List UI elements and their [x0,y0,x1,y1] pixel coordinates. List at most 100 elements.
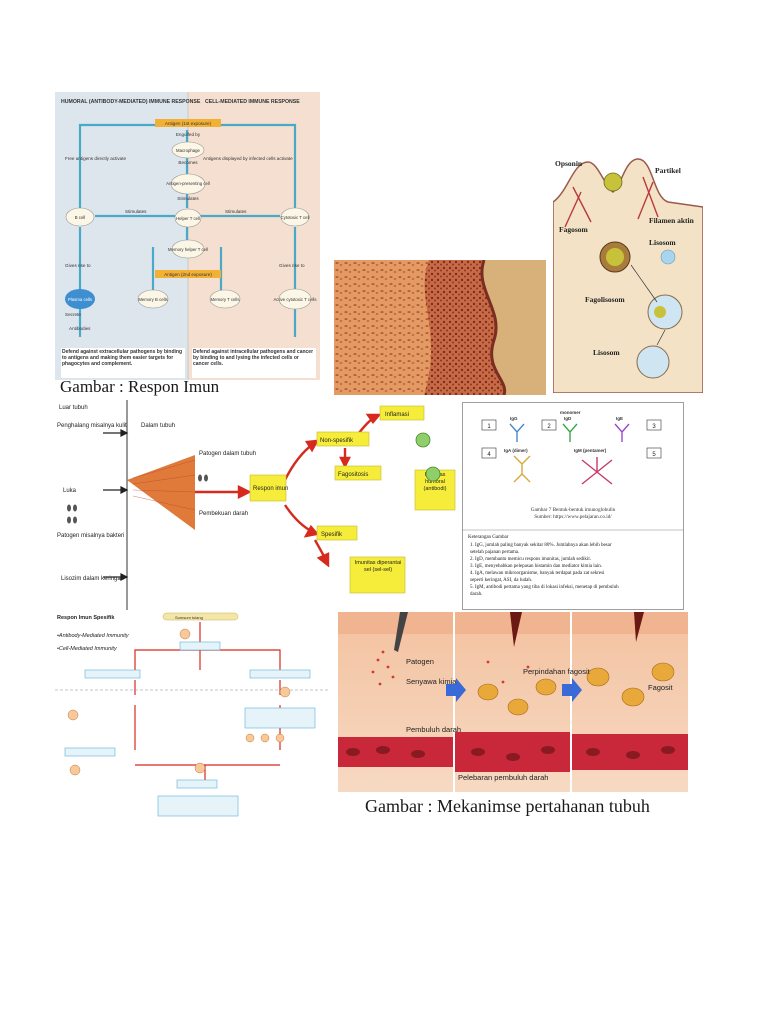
b-cell [65,207,95,227]
igm-antibody-icon [581,457,613,485]
phagocyte-cell-5 [621,687,645,707]
ig-item-1b: setelah pajanan pertama. [470,550,519,555]
ig-label-3: 3 [652,424,656,430]
macrophage-label: Macrophage [176,148,200,153]
flow-box-bottom-2 [157,795,239,817]
pelebaran-label: Pelebaran pembuluh darah [458,773,548,782]
dalam-label: Dalam tubuh [141,423,175,429]
flow-box-limfosit [179,641,221,651]
ig-item-3: 3. IgE, menyebabkan pelepasan histamin d… [470,564,602,569]
plasma-cells [65,289,95,309]
defend-left-text: Defend against extracellular pathogens b… [62,349,183,367]
luka-label: Luka [63,488,77,494]
fagositosis-label: Fagositosis [338,472,368,478]
phagocyte-icon-1 [415,432,431,448]
flow-box-bottom-1 [176,779,218,789]
ig-label-1: 1 [487,424,491,430]
thorn-icon [394,612,408,652]
igd-antibody-icon [562,423,578,442]
lisosom-label: Lisosom [649,238,676,247]
caption-respon-imun: Gambar : Respon Imun [60,377,220,396]
cell-mediated-header: CELL-MEDIATED IMMUNE RESPONSE [205,99,300,105]
iga-label: IgA (dimer) [504,448,528,453]
lisozim-label: Lisozim dalam keringat [61,576,123,582]
humoral-header: HUMORAL (ANTIBODY-MEDIATED) IMMUNE RESPO… [61,99,201,105]
monomer-label: monomer [560,410,581,415]
memory-b-label: Memory B cells [138,297,167,302]
gives-rise-right: Gives rise to [279,263,305,268]
arrow-icon-1 [446,678,466,702]
ig-label-2: 2 [547,424,551,430]
igd-label: IgD [564,416,572,421]
fagositosis-box [334,465,382,481]
b-cell-label: B cell [75,215,86,220]
nonspesifik-label: Non-spesifik [320,438,354,444]
cytotoxic-label: Cytotoxic T cell [281,215,310,220]
igg-antibody-icon [509,423,525,442]
ige-antibody-icon [614,423,630,442]
plasma-label: Plasma cells [68,297,92,302]
antigen2-label: Antigen (2nd exposure) [164,272,212,277]
flow-box-left-1 [84,669,141,679]
stimulates-label-2: Stimulates [125,209,147,214]
defense-mechanism-illustration: Patogen Senyawa kimia Pembuluh darah Per… [338,612,688,792]
arrow-icon-2 [562,678,582,702]
phagocyte-icon-2 [425,466,441,482]
iga-antibody-icon [513,455,531,483]
engulfed-label: Engulfed by [176,132,201,137]
stimulates-label-3: Stimulates [225,209,247,214]
ig-item-4a: 4. IgA, melawan mikroorganisme, banyak t… [470,571,605,576]
partikel-particle [603,172,623,192]
phagocyte-cell-1 [477,683,499,701]
memory-b-cell [137,289,169,309]
immune-response-flowchart: Luar tubuh Dalam tubuh Penghalang misaln… [55,400,462,610]
caption-mekanisme: Gambar : Mekanimse pertahanan tubuh [365,796,650,816]
igg-label: IgG [510,416,518,421]
macrophage-cell [171,141,205,159]
flow-box-right-2 [244,707,316,729]
partikel-label: Partikel [655,166,681,175]
body-cone [127,455,195,530]
lisosom-residual [636,345,670,379]
phagocyte-cell-4 [586,667,610,687]
seluler-label: Imunitas diperantai sel (sel-sel) [354,560,402,573]
helper-label: Helper T cell [176,216,200,221]
inflamasi-box [379,405,425,421]
antigen-second-exposure [155,270,221,278]
ig-item-5b: darah. [470,592,482,597]
bone-marrow-shape [162,612,239,621]
specific-response-flowchart: Respon Imun Spesifik •Antibody-Mediated … [55,610,330,822]
phagocytosis-diagram: Opsonin Partikel Filamen aktin Fagosom L… [553,147,703,393]
gives-rise-left: Gives rise to [65,263,91,268]
immunoglobulin-panel: 1 2 3 4 5 IgG IgD IgE monomer IgA (dimer… [462,402,684,610]
active-cytotoxic-cell [278,288,312,310]
active-cyto-label: Active cytotoxic T cells [273,297,316,302]
flow-bullet-2: •Cell-Mediated Immunity [57,646,118,652]
pembekuan-label: Pembekuan darah [199,511,248,517]
memory-t-label: Memory T cells [211,297,240,302]
fagosit-label: Fagosit [648,683,674,692]
free-antigens-label: Free antigens directly activate [65,156,126,161]
flow-title: Respon Imun Spesifik [57,615,115,621]
ig-label-4: 4 [487,452,491,458]
fagolisosom-label: Fagolisosom [585,295,625,304]
memory-helper-label: Memory helper T cell [168,247,208,252]
memory-helper-cell [171,239,205,259]
opsonin-label: Opsonin [555,159,583,168]
cytotoxic-t-cell [280,207,310,227]
becomes-label: Becomes [178,160,198,165]
antibodies-label: Antibodies [69,326,91,331]
pembuluh-label: Pembuluh darah [406,725,461,734]
phagocyte-cell-2 [507,698,529,716]
phagocyte-cell-6 [651,662,675,682]
respon-label: Respon imun [253,486,288,492]
apc-label: Antigen-presenting cell [166,181,210,186]
inflamasi-label: Inflamasi [385,412,409,418]
ig-source: Sumber: https://www.pelajaran.co.id/ [534,514,612,520]
memory-t-cell [209,289,241,309]
patogen-dalam-label: Patogen dalam tubuh [199,451,256,457]
flow-box-right-1 [249,669,311,679]
antigen1-label: Antigen (1st exposure) [165,121,212,126]
nonspesifik-box [316,431,370,447]
ig-item-1a: 1. IgG, jumlah paling banyak sekitar 80%… [470,543,612,548]
